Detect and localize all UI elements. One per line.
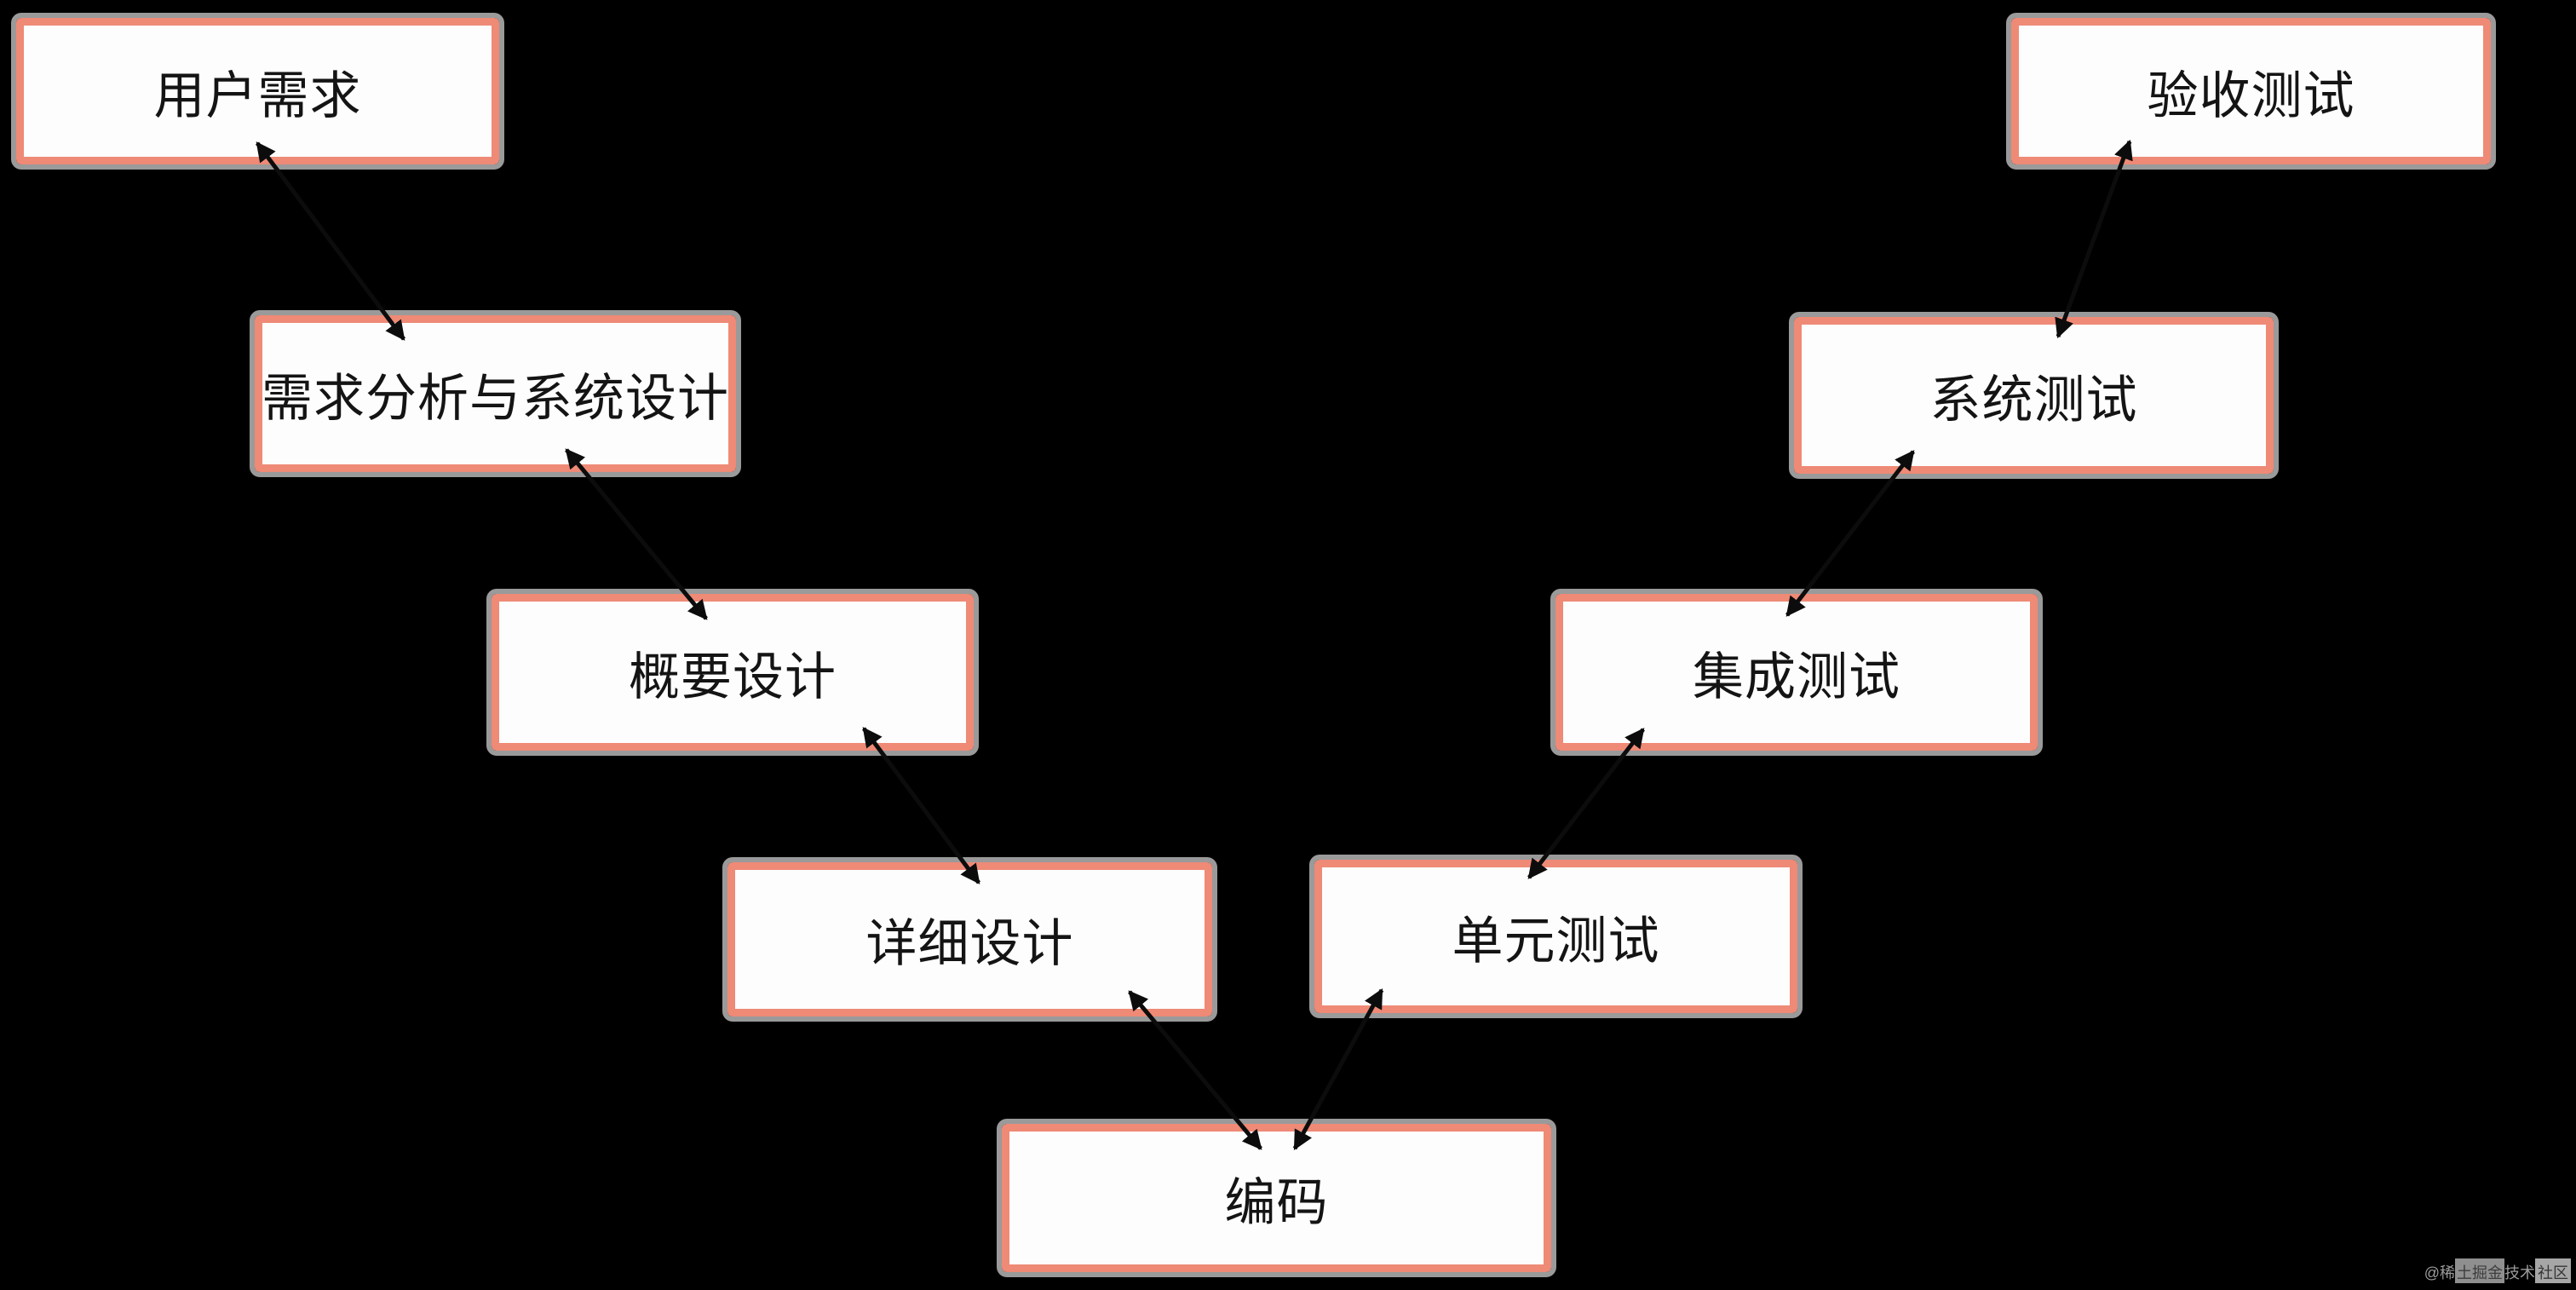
connector-integrationtest-systemtest	[1785, 450, 1915, 617]
node-coding: 编码	[997, 1119, 1556, 1277]
connector-outlinedesign-detaildesign	[861, 727, 981, 884]
watermark-text: 技术	[2504, 1264, 2535, 1281]
node-label: 系统测试	[1929, 371, 2138, 429]
node-label: 用户需求	[153, 66, 362, 124]
connector-systemtest-acceptancetest	[2055, 139, 2133, 339]
node-user-requirements: 用户需求	[11, 13, 504, 170]
node-unit-test: 单元测试	[1309, 855, 1803, 1018]
watermark-text: @稀	[2424, 1264, 2455, 1281]
node-outline-design: 概要设计	[486, 589, 979, 756]
watermark-text: 社区	[2535, 1258, 2571, 1283]
node-system-test: 系统测试	[1789, 312, 2279, 479]
node-label: 编码	[1224, 1173, 1329, 1231]
node-acceptance-test: 验收测试	[2006, 13, 2496, 170]
node-label: 验收测试	[2147, 66, 2355, 124]
connector-unittest-integrationtest	[1527, 728, 1645, 879]
connector-userreq-reqanalysis	[255, 141, 406, 341]
node-integration-test: 集成测试	[1550, 589, 2043, 756]
watermark: @稀土掘金技术社区	[2424, 1258, 2571, 1283]
node-label: 集成测试	[1693, 648, 1900, 705]
watermark-text: 土掘金	[2455, 1258, 2504, 1283]
node-label: 详细设计	[865, 915, 1074, 972]
node-requirements-analysis-system-design: 需求分析与系统设计	[250, 310, 741, 477]
node-label: 概要设计	[629, 648, 837, 705]
node-label: 单元测试	[1452, 912, 1660, 970]
node-label: 需求分析与系统设计	[262, 369, 729, 427]
node-detailed-design: 详细设计	[722, 857, 1217, 1022]
